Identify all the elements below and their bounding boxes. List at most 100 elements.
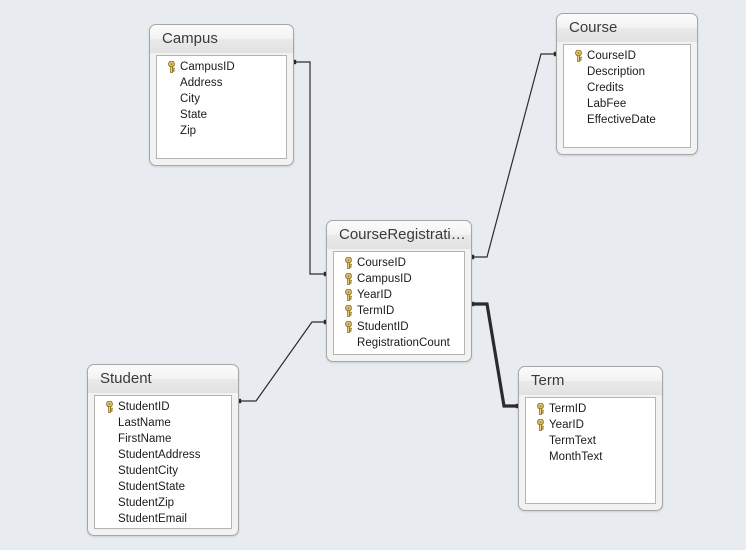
- field-indent-spacer: [569, 65, 587, 79]
- field-indent-spacer: [569, 97, 587, 111]
- field-name: Description: [587, 66, 646, 78]
- field-row[interactable]: TermID: [526, 401, 655, 417]
- field-name: TermID: [357, 305, 395, 317]
- field-name: YearID: [549, 419, 585, 431]
- relationship-line[interactable]: [472, 302, 518, 408]
- field-row[interactable]: City: [157, 91, 286, 107]
- field-name: YearID: [357, 289, 393, 301]
- relationship-line[interactable]: [294, 61, 326, 275]
- table-title-student[interactable]: Student: [88, 365, 238, 393]
- relationship-courseregistration-to-course[interactable]: [469, 51, 559, 260]
- field-row[interactable]: CourseID: [334, 255, 464, 271]
- field-row[interactable]: StudentZip: [95, 495, 231, 511]
- field-name: StudentZip: [118, 497, 175, 509]
- field-row[interactable]: Description: [564, 64, 690, 80]
- field-indent-spacer: [100, 512, 118, 526]
- field-row[interactable]: TermID: [334, 303, 464, 319]
- field-indent-spacer: [100, 464, 118, 478]
- field-name: StudentState: [118, 481, 186, 493]
- field-name: State: [180, 109, 208, 121]
- field-row[interactable]: Credits: [564, 80, 690, 96]
- field-name: EffectiveDate: [587, 114, 656, 126]
- field-name: StudentAddress: [118, 449, 201, 461]
- field-name: City: [180, 93, 201, 105]
- relationship-student-to-courseregistration[interactable]: [236, 319, 329, 404]
- field-row[interactable]: State: [157, 107, 286, 123]
- field-row[interactable]: MonthText: [526, 449, 655, 465]
- field-row[interactable]: CourseID: [564, 48, 690, 64]
- field-indent-spacer: [569, 81, 587, 95]
- field-name: StudentCity: [118, 465, 178, 477]
- relationship-line[interactable]: [239, 321, 326, 402]
- field-row[interactable]: StudentID: [95, 399, 231, 415]
- field-name: StudentID: [357, 321, 409, 333]
- field-indent-spacer: [162, 92, 180, 106]
- key-icon: [339, 320, 357, 334]
- field-indent-spacer: [162, 108, 180, 122]
- field-name: LastName: [118, 417, 171, 429]
- table-title-course[interactable]: Course: [557, 14, 697, 42]
- field-row[interactable]: CampusID: [157, 59, 286, 75]
- key-icon: [531, 402, 549, 416]
- field-row[interactable]: RegistrationCount: [334, 335, 464, 351]
- field-indent-spacer: [531, 434, 549, 448]
- field-name: MonthText: [549, 451, 603, 463]
- field-name: RegistrationCount: [357, 337, 450, 349]
- field-row[interactable]: FirstName: [95, 431, 231, 447]
- field-name: TermID: [549, 403, 587, 415]
- field-row[interactable]: YearID: [334, 287, 464, 303]
- field-indent-spacer: [162, 124, 180, 138]
- key-icon: [100, 400, 118, 414]
- field-indent-spacer: [162, 76, 180, 90]
- field-name: StudentEmail: [118, 513, 187, 525]
- field-name: LabFee: [587, 98, 627, 110]
- field-name: CampusID: [357, 273, 412, 285]
- relationship-courseregistration-to-term[interactable]: [469, 301, 521, 409]
- field-row[interactable]: YearID: [526, 417, 655, 433]
- field-name: TermText: [549, 435, 597, 447]
- field-row[interactable]: EffectiveDate: [564, 112, 690, 128]
- field-row[interactable]: StudentEmail: [95, 511, 231, 527]
- key-icon: [162, 60, 180, 74]
- field-indent-spacer: [531, 450, 549, 464]
- field-row[interactable]: StudentAddress: [95, 447, 231, 463]
- table-title-campus[interactable]: Campus: [150, 25, 293, 53]
- key-icon: [339, 256, 357, 270]
- field-row[interactable]: Zip: [157, 123, 286, 139]
- key-icon: [531, 418, 549, 432]
- field-name: CourseID: [357, 257, 406, 269]
- field-row[interactable]: LabFee: [564, 96, 690, 112]
- field-row[interactable]: Address: [157, 75, 286, 91]
- field-row[interactable]: StudentID: [334, 319, 464, 335]
- table-title-courseregistration[interactable]: CourseRegistrati…: [327, 221, 471, 249]
- field-name: Address: [180, 77, 223, 89]
- field-indent-spacer: [339, 336, 357, 350]
- field-name: Zip: [180, 125, 197, 137]
- key-icon: [569, 49, 587, 63]
- table-box-courseregistration[interactable]: CourseRegistrati… CourseID CampusID YearID T…: [326, 220, 472, 362]
- relationship-campus-to-courseregistration[interactable]: [291, 59, 329, 277]
- field-name: CampusID: [180, 61, 235, 73]
- key-icon: [339, 288, 357, 302]
- field-row[interactable]: CampusID: [334, 271, 464, 287]
- field-name: FirstName: [118, 433, 172, 445]
- field-name: CourseID: [587, 50, 636, 62]
- field-row[interactable]: LastName: [95, 415, 231, 431]
- field-indent-spacer: [100, 416, 118, 430]
- field-indent-spacer: [100, 496, 118, 510]
- key-icon: [339, 304, 357, 318]
- field-row[interactable]: StudentCity: [95, 463, 231, 479]
- relationship-line[interactable]: [472, 53, 556, 258]
- field-indent-spacer: [100, 480, 118, 494]
- field-row[interactable]: StudentState: [95, 479, 231, 495]
- field-indent-spacer: [569, 113, 587, 127]
- field-row[interactable]: TermText: [526, 433, 655, 449]
- table-title-term[interactable]: Term: [519, 367, 662, 395]
